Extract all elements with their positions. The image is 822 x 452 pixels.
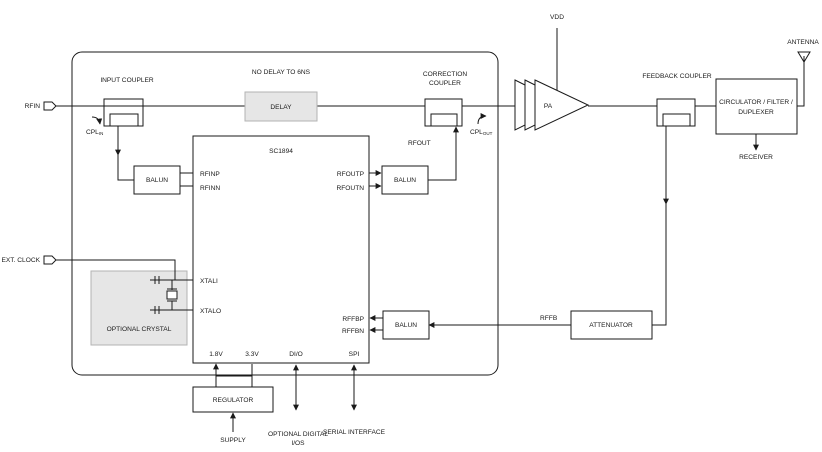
pin-rfoutn: RFOUTN: [337, 185, 365, 192]
regulator-label: REGULATOR: [213, 397, 254, 404]
correction-coupler-label-2: COUPLER: [429, 80, 461, 87]
pin-spi: SPI: [349, 351, 360, 358]
pin-rffbn: RFFBN: [342, 328, 364, 335]
rffb-label: RFFB: [540, 315, 558, 322]
balun-in-label: BALUN: [146, 177, 168, 184]
module-border: [71, 51, 499, 376]
optional-crystal-area: [90, 270, 188, 346]
optional-crystal-label: OPTIONAL CRYSTAL: [107, 326, 172, 333]
rfin-label: RFIN: [25, 103, 41, 110]
sc1894-chip: [192, 135, 370, 364]
pin-3v3: 3.3V: [245, 351, 259, 358]
chip-name: SC1894: [269, 148, 293, 155]
vdd-label: VDD: [550, 14, 564, 21]
crystal-icon: [166, 290, 178, 300]
balun-out-label: BALUN: [394, 177, 416, 184]
antenna-icon: [797, 51, 811, 63]
pin-rfinn: RFINN: [200, 185, 220, 192]
optional-dio-label-2: I/OS: [291, 440, 305, 447]
delay-block: [244, 91, 318, 122]
attenuator-label: ATTENUATOR: [589, 322, 633, 329]
optional-dio-label-1: OPTIONAL DIGITAL: [268, 431, 328, 438]
ext-clock-label: EXT. CLOCK: [2, 257, 41, 264]
balun-fb: [382, 310, 430, 340]
rfin-port: [43, 101, 57, 111]
supply-label: SUPPLY: [220, 437, 246, 444]
ext-clock-port: [43, 255, 57, 265]
balun-out: [381, 165, 429, 195]
pa-amplifier: [534, 79, 590, 131]
feedback-coupler-label: FEEDBACK COUPLER: [642, 73, 711, 80]
circulator-label-1: CIRCULATOR / FILTER /: [719, 99, 793, 106]
pin-rfinp: RFINP: [200, 171, 220, 178]
pin-dio: DI/O: [289, 351, 303, 358]
input-coupler-label: INPUT COUPLER: [100, 77, 154, 84]
pin-rffbp: RFFBP: [342, 316, 364, 323]
pa-label: PA: [544, 103, 553, 110]
balun-fb-label: BALUN: [395, 322, 417, 329]
rfout-label: RFOUT: [408, 140, 431, 147]
pin-xtali: XTALI: [200, 278, 218, 285]
antenna-label: ANTENNA: [787, 39, 819, 46]
pin-1v8: 1.8V: [209, 351, 223, 358]
regulator-block: [192, 386, 274, 413]
cpl-in-label: CPLIN: [86, 129, 103, 136]
receiver-label: RECEIVER: [739, 154, 773, 161]
attenuator-block: [570, 310, 653, 340]
pin-xtalo: XTALO: [200, 308, 221, 315]
pin-rfoutp: RFOUTP: [337, 171, 365, 178]
circulator-block: [715, 78, 798, 135]
serial-interface-label: SERIAL INTERFACE: [323, 429, 386, 436]
circulator-label-2: DUPLEXER: [738, 109, 774, 116]
correction-coupler-label-1: CORRECTION: [423, 71, 468, 78]
no-delay-label: NO DELAY TO 6NS: [252, 69, 311, 76]
delay-label: DELAY: [270, 104, 292, 111]
cpl-out-label: CPLOUT: [470, 129, 493, 136]
